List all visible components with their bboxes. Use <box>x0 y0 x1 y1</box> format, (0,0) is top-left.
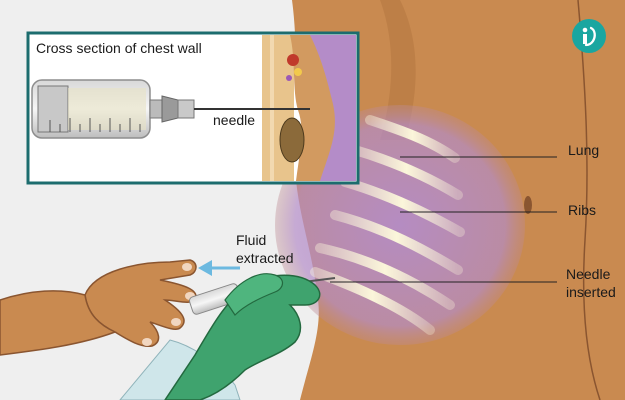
rib <box>350 145 463 200</box>
nipple <box>524 196 532 214</box>
left-hand <box>84 259 197 347</box>
lung-label: Lung <box>568 142 600 158</box>
fingernail <box>171 318 181 326</box>
rib <box>365 115 460 163</box>
inset-syringe <box>31 79 310 139</box>
needle-label: needle <box>213 112 256 128</box>
ribs-group <box>310 115 465 335</box>
fingernail <box>182 263 192 271</box>
fluid-arrow-icon <box>198 260 240 276</box>
medical-brand-logo-icon <box>572 19 606 53</box>
rib <box>330 210 463 275</box>
left-hand-arm <box>0 290 117 356</box>
fluid-extracted-label-line1: Fluid <box>236 232 267 248</box>
ribs-label: Ribs <box>568 202 597 218</box>
glove-fingers <box>224 273 284 316</box>
needle-inserted-label-line2: inserted <box>566 284 616 300</box>
fluid-extracted-label-line2: extracted <box>236 250 294 266</box>
rib <box>315 243 455 310</box>
fingernail <box>142 338 152 346</box>
inset-title: Cross section of chest wall <box>36 40 202 56</box>
arm-shading <box>380 0 416 140</box>
rib <box>340 177 465 237</box>
needle-inserted-label-line1: Needle <box>566 266 611 282</box>
side-outline <box>577 0 601 400</box>
